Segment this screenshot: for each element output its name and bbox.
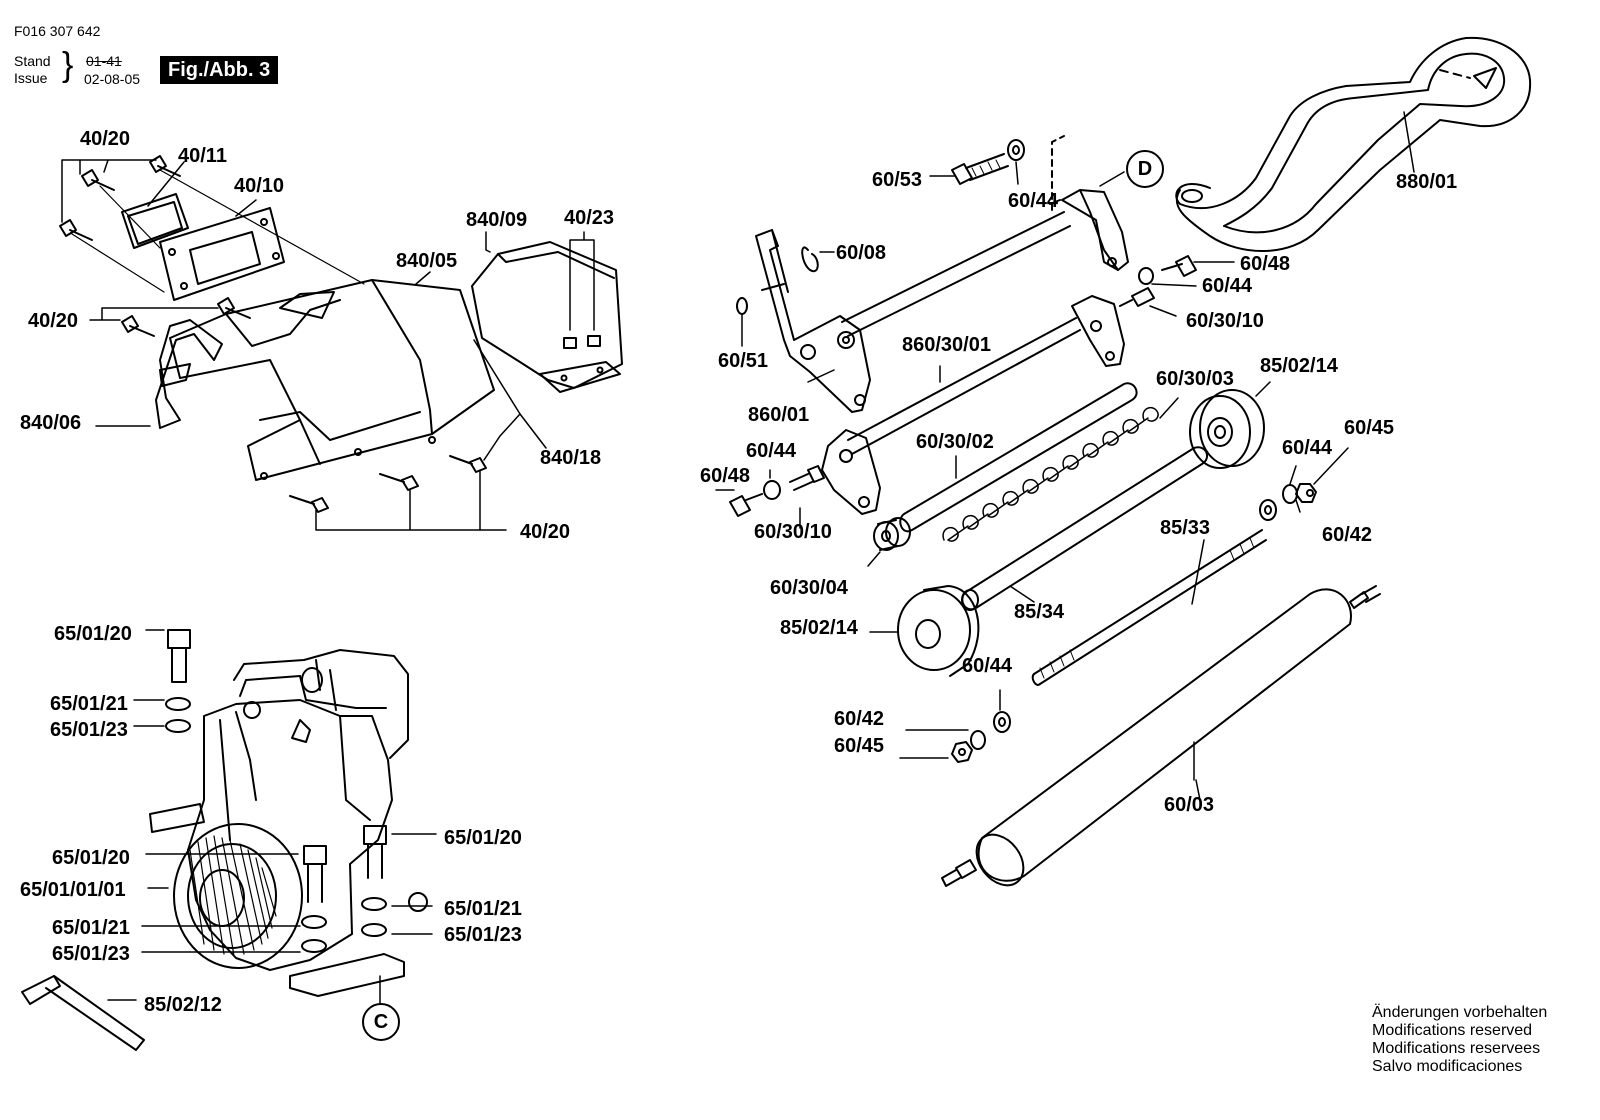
part-label: 60/30/02 (916, 431, 994, 453)
modification-note-en: Modifications reserved (1372, 1022, 1533, 1039)
part-label: 85/33 (1160, 517, 1211, 539)
part-label: 40/20 (520, 521, 571, 543)
part-label: 40/20 (28, 310, 79, 332)
part-label: 65/01/01/01 (20, 879, 126, 901)
part-label: 60/48 (700, 465, 751, 487)
part-label: 60/51 (718, 350, 769, 372)
part-label: 60/44 (1008, 190, 1059, 212)
part-label: 60/42 (1322, 524, 1373, 546)
part-label: 85/34 (1014, 601, 1065, 623)
part-label: 85/02/12 (144, 994, 222, 1016)
part-label: 60/08 (836, 242, 887, 264)
figure-badge: Fig./Abb. 3 (160, 56, 279, 84)
part-label: 860/01 (748, 404, 810, 426)
part-label: 65/01/21 (444, 898, 522, 920)
hood-assembly (59, 155, 623, 531)
callout-d: D (1126, 150, 1164, 188)
part-label: 65/01/20 (54, 623, 132, 645)
part-label: 65/01/20 (52, 847, 130, 869)
issue-date: 02-08-05 (84, 71, 141, 87)
part-label: 840/05 (396, 250, 458, 272)
part-label: 65/01/23 (52, 943, 130, 965)
modification-note-de: Änderungen vorbehalten (1372, 1004, 1548, 1021)
part-label: 40/23 (564, 207, 615, 229)
engine-assembly (21, 629, 437, 1051)
part-label: 65/01/21 (50, 693, 128, 715)
part-label: 65/01/23 (50, 719, 128, 741)
part-label: 60/45 (834, 735, 885, 757)
part-label: 40/20 (80, 128, 131, 150)
part-label: 840/06 (20, 412, 82, 434)
part-label: 840/09 (466, 209, 528, 231)
screw-group-top (59, 155, 181, 241)
part-label: 85/02/14 (1260, 355, 1338, 377)
part-label: 60/30/03 (1156, 368, 1234, 390)
part-label: 840/18 (540, 447, 602, 469)
part-label: 40/11 (178, 145, 227, 167)
part-label: 60/30/10 (754, 521, 832, 543)
part-label: 880/01 (1396, 171, 1458, 193)
brace-icon: } (62, 46, 74, 84)
modification-note-fr: Modifications reservees (1372, 1040, 1541, 1057)
part-label: 60/30/04 (770, 577, 848, 599)
part-label: 85/02/14 (780, 617, 858, 639)
part-label: 60/53 (872, 169, 923, 191)
document-number: F016 307 642 (14, 23, 101, 39)
callout-c: C (362, 1003, 400, 1041)
part-label: 860/30/01 (902, 334, 991, 356)
part-label: 65/01/20 (444, 827, 522, 849)
stand-label: Stand (14, 53, 51, 69)
part-label: 60/44 (962, 655, 1013, 677)
part-label: 60/03 (1164, 794, 1215, 816)
modification-note-es: Salvo modificaciones (1372, 1058, 1523, 1075)
old-date: 01-41 (86, 53, 122, 69)
part-label: 40/10 (234, 175, 285, 197)
issue-label: Issue (14, 70, 48, 86)
part-label: 60/48 (1240, 253, 1291, 275)
part-label: 60/44 (746, 440, 797, 462)
part-label: 65/01/21 (52, 917, 130, 939)
roller-assembly (715, 36, 1532, 887)
part-label: 60/44 (1202, 275, 1253, 297)
part-label: 60/30/10 (1186, 310, 1264, 332)
part-label: 60/42 (834, 708, 885, 730)
part-label: 60/45 (1344, 417, 1395, 439)
part-label: 60/44 (1282, 437, 1333, 459)
part-label: 65/01/23 (444, 924, 522, 946)
